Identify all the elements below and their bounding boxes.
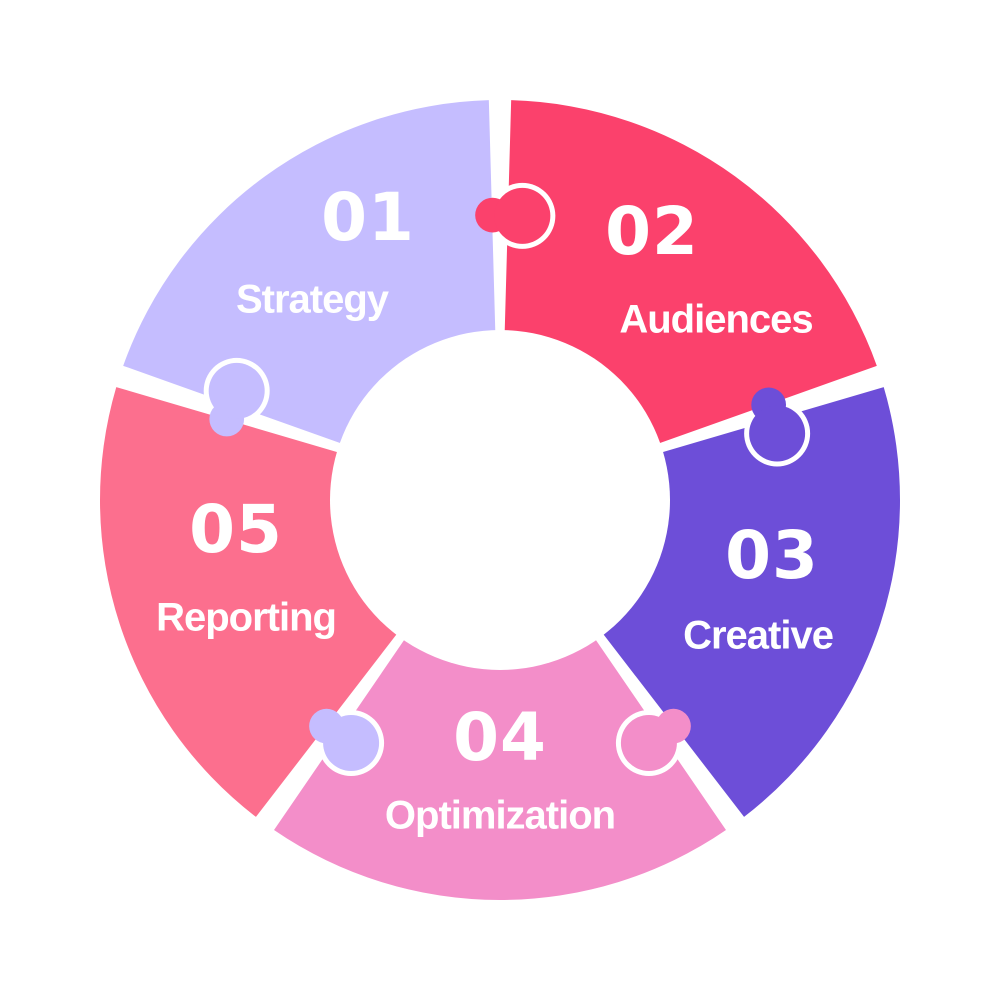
segment-4-text: 04 Optimization (385, 699, 616, 838)
segment-3 (274, 615, 726, 901)
segment-label-creative: Creative (683, 614, 833, 658)
segment-label-reporting: Reporting (156, 596, 336, 640)
segment-number-optimization: 04 (453, 699, 547, 776)
segment-3-text: 03 Creative (683, 517, 834, 658)
segment-number-reporting: 05 (189, 491, 283, 568)
puzzle-knob-2 (749, 405, 806, 462)
segment-5-text: 05 Reporting (156, 491, 337, 640)
puzzle-knob-5 (208, 362, 265, 419)
center-hole (330, 330, 670, 670)
segment-number-creative: 03 (725, 517, 819, 594)
segment-label-optimization: Optimization (385, 794, 615, 838)
segment-2-text: 02 Audiences (605, 193, 814, 342)
segment-number-audiences: 02 (605, 193, 699, 270)
puzzle-knob-4 (323, 715, 380, 772)
segment-1-text: 01 Strategy (236, 179, 415, 322)
segment-label-strategy: Strategy (236, 278, 390, 322)
segment-number-strategy: 01 (321, 179, 415, 256)
segment-label-audiences: Audiences (619, 298, 812, 342)
puzzle-knobs-layer (203, 182, 811, 777)
puzzle-knob-3 (620, 715, 677, 772)
puzzle-knob-1 (494, 187, 551, 244)
labels-layer: 01 Strategy 02 Audiences 03 Creative 04 … (156, 179, 834, 838)
